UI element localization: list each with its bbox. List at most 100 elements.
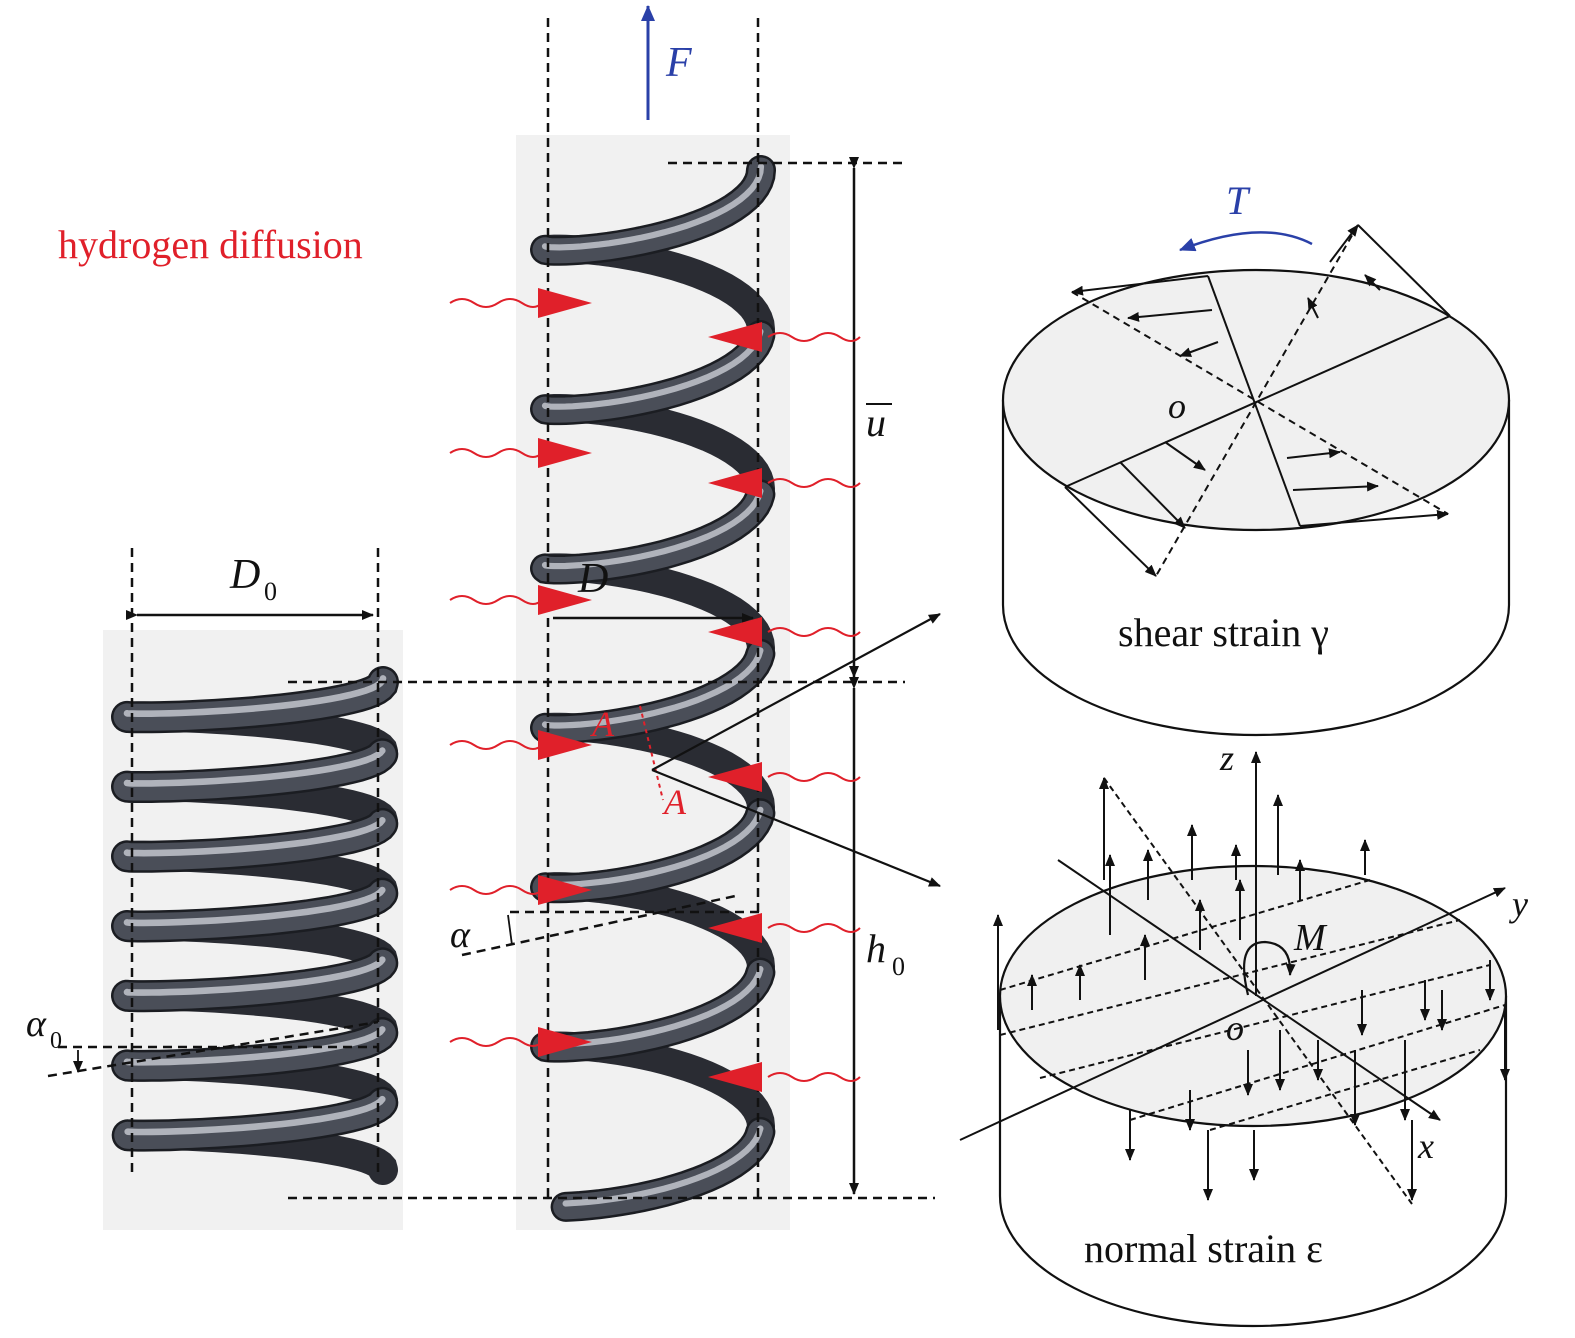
hydrogen-label: hydrogen diffusion [58,222,363,267]
moment-label: M [1293,917,1328,959]
hatch-line [1209,1049,1481,1131]
spring-front-coil [114,1089,396,1150]
free-diameter-label: D 0 [229,552,277,606]
shear-stress-arrow-icon [1071,275,1209,296]
free-pitch-angle-label: α 0 [26,1003,62,1054]
red-wavy-arrow-icon [449,448,543,458]
spring-coil-highlight [541,163,765,251]
shear-origin-label: o [1168,386,1186,426]
shear-zero-line [1064,315,1451,488]
hatch-line [999,879,1371,991]
spring-front-coil [113,740,396,801]
shear-stress-arrow-icon [1307,297,1319,319]
section-label-top: A [590,704,615,744]
red-wavy-arrow-icon [767,627,861,637]
spring-front-coil [113,810,396,871]
shear-stress-arrow-icon [1179,341,1219,357]
red-triangle-icon [708,913,762,943]
red-triangle-icon [538,730,592,760]
disk-top-face [1001,268,1511,532]
shear-stress-arrow-icon [1119,461,1186,529]
spring-front-coil [113,880,396,940]
axis-z-label: z [1219,738,1234,778]
red-triangle-icon [538,438,592,468]
shear-stress-arrow-icon [1286,448,1341,459]
spring-front-coil [113,949,396,1010]
red-wavy-arrow-icon [449,298,543,308]
spring-coil-highlight [541,487,764,570]
spring-coil-highlight [562,1125,764,1207]
svg-text:h: h [866,926,886,971]
shear-envelope-line [1357,224,1451,317]
red-wavy-arrow-icon [449,1037,543,1047]
shear-strain-disk [1001,224,1511,737]
strain-distribution-line [1103,777,1413,1205]
spring-coil-highlight [123,817,386,857]
red-wavy-arrow-icon [767,923,861,933]
shear-stress-arrow-icon [1292,481,1379,492]
svg-text:0: 0 [892,952,905,981]
torque-arrow-icon [1179,231,1313,252]
normal-strain-disk [959,751,1510,1328]
disk-top-face [998,864,1508,1128]
red-triangle-icon [708,1062,762,1092]
spring-coil-highlight [541,647,764,729]
svg-text:D: D [229,552,260,598]
spring-coil-highlight [123,747,386,787]
svg-text:α: α [26,1003,47,1045]
spring-coil-highlight [541,328,764,410]
red-triangle-icon [708,322,762,352]
loaded-pitch-angle-label: α [450,914,471,956]
spring-coil-highlight [123,675,387,718]
red-wavy-arrow-icon [767,1072,861,1082]
section-label-bottom: A [662,782,687,822]
spring-coil-highlight [123,886,386,927]
moment-arrow-icon [1243,940,1296,996]
shear-stress-arrow-icon [1299,509,1449,527]
red-wavy-arrow-icon [449,740,543,750]
normal-origin-label: o [1226,1008,1244,1048]
red-triangle-icon [708,762,762,792]
red-triangle-icon [538,585,592,615]
svg-text:u: u [866,400,886,445]
shear-strain-caption: shear strain γ [1118,610,1329,655]
red-triangle-icon [538,288,592,318]
shear-distribution-line [1071,291,1449,515]
shear-stress-arrow-icon [1329,224,1359,263]
red-wavy-arrow-icon [449,595,543,605]
torque-label: T [1226,178,1251,223]
section-projection-lines [651,613,941,888]
shear-zero-line [1207,275,1301,527]
dimension-arrows [73,157,859,1195]
spring-coil-highlight [123,956,386,996]
axis-y-label: y [1509,884,1528,924]
hatch-line [1129,1004,1506,1121]
displacement-label: u [866,400,892,445]
shear-distribution-line [1155,224,1359,577]
loaded-diameter-label: D [577,556,608,602]
shear-stress-arrow-icon [1164,441,1206,471]
hydrogen-diffusion-markers [449,288,861,1092]
svg-text:0: 0 [264,577,277,606]
spring-coil-highlight [124,1095,386,1136]
x-axis-line [1057,859,1441,1121]
red-triangle-icon [538,1027,592,1057]
y-axis-line [959,887,1506,1141]
shear-stress-arrow-icon [1364,274,1381,291]
hatch-line [999,919,1461,1036]
height-label: h 0 [866,926,905,981]
red-wavy-arrow-icon [767,772,861,782]
red-wavy-arrow-icon [767,332,861,342]
red-triangle-icon [708,617,762,647]
red-triangle-icon [538,875,592,905]
hatch-line [1039,964,1491,1079]
spring-coil-highlight [123,1026,386,1066]
free-spring-coil [111,666,399,1185]
force-label: F [665,40,692,86]
normal-strain-caption: normal strain ε [1084,1226,1323,1271]
section-line [639,705,664,801]
red-wavy-arrow-icon [767,478,861,488]
spring-front-coil [113,1019,396,1080]
